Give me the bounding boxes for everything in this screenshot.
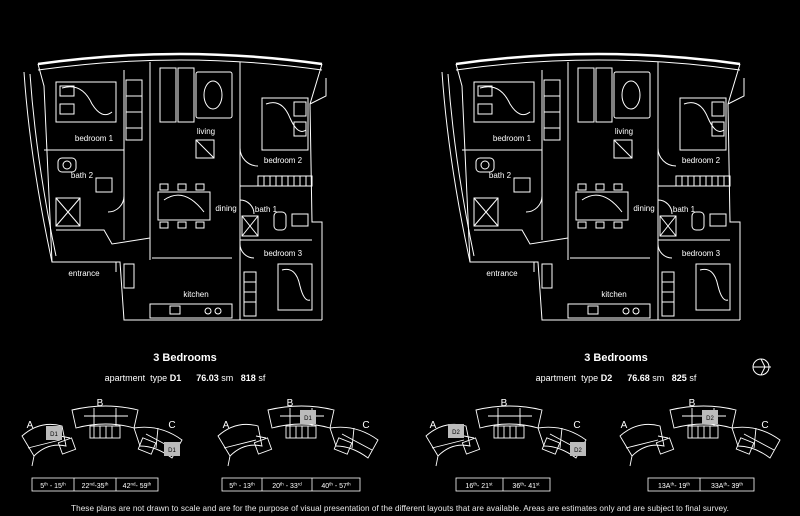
floor-range: 42nd- 59th <box>123 482 152 491</box>
floor-range: 40th - 57th <box>321 482 351 491</box>
floor-range: 16th- 21st <box>465 482 493 491</box>
room-label-bath-1: bath 1 <box>673 205 696 214</box>
room-label-bedroom-2: bedroom 2 <box>264 156 303 165</box>
floorplan-d1-walls <box>22 52 328 322</box>
wing-label-a: A <box>621 420 628 431</box>
floorplan-d1: bedroom 1 bath 2 living bedroom 2 dining… <box>22 52 328 383</box>
wing-label-c: C <box>168 420 175 431</box>
floor-range-table <box>221 477 361 492</box>
room-label-bath-1: bath 1 <box>255 205 278 214</box>
floor-range: 33Ath- 39th <box>711 482 744 491</box>
unit-marker <box>448 424 464 438</box>
floor-range: 36th- 41st <box>512 482 540 491</box>
wing-label-c: C <box>362 420 369 431</box>
keyplan-building <box>619 405 781 467</box>
keyplan-d2-2: D2 A B C 13Ath- 19th 33Ath- 39th <box>619 398 781 492</box>
keyplan-d1-2: D1 A B C 5th - 13th 20th - 33rd 40th - 5… <box>217 398 379 492</box>
room-label-bedroom-2: bedroom 2 <box>682 156 721 165</box>
floorplan-d2-walls <box>440 52 746 322</box>
wing-label-a: A <box>223 420 230 431</box>
floor-range: 5th - 15th <box>40 482 66 491</box>
room-label-entrance: entrance <box>68 269 100 278</box>
unit-marker-label: D1 <box>304 416 312 422</box>
wing-label-a: A <box>430 420 437 431</box>
wing-label-b: B <box>501 398 508 409</box>
floor-range: 22nd-35th <box>82 482 109 491</box>
floor-range-table <box>31 477 159 492</box>
unit-marker <box>164 442 180 456</box>
room-label-living: living <box>615 127 633 136</box>
room-label-bedroom-3: bedroom 3 <box>682 249 721 258</box>
floor-range: 13Ath- 19th <box>658 482 691 491</box>
wing-label-b: B <box>287 398 294 409</box>
floor-range: 20th - 33rd <box>272 482 302 491</box>
room-label-bedroom-1: bedroom 1 <box>75 134 114 143</box>
north-arrow-icon <box>752 358 771 376</box>
room-label-bath-2: bath 2 <box>489 171 512 180</box>
unit-marker-label: D1 <box>50 432 58 438</box>
floor-range-table <box>455 477 551 492</box>
room-label-bedroom-1: bedroom 1 <box>493 134 532 143</box>
wing-label-b: B <box>97 398 104 409</box>
floor-range-table <box>647 477 755 492</box>
unit-marker <box>300 410 316 424</box>
floorplan-d2: bedroom 1 bath 2 living bedroom 2 dining… <box>440 52 746 383</box>
disclaimer-footer: These plans are not drawn to scale and a… <box>71 504 729 513</box>
unit-marker-label: D2 <box>706 416 714 422</box>
room-label-dining: dining <box>215 204 236 213</box>
room-label-living: living <box>197 127 215 136</box>
room-label-bedroom-3: bedroom 3 <box>264 249 303 258</box>
keyplan-d2-1: D2 A B C D2 16th- 21st 36th- 41st <box>425 398 587 492</box>
plan-title: 3 Bedrooms <box>153 352 217 364</box>
room-label-bath-2: bath 2 <box>71 171 94 180</box>
wing-label-c: C <box>761 420 768 431</box>
unit-marker <box>46 426 62 440</box>
room-label-kitchen: kitchen <box>183 290 208 299</box>
wing-label-c: C <box>573 420 580 431</box>
plan-title: 3 Bedrooms <box>584 352 648 364</box>
keyplan-building <box>217 405 379 467</box>
apartment-spec: apartment type D2 76.68 sm 825 sf <box>536 373 697 383</box>
unit-marker-label: D2 <box>574 448 582 454</box>
keyplan-d1-1: D1 D1 A B C 5th - 15th 22nd-35th 42nd- 5… <box>21 398 183 492</box>
room-label-dining: dining <box>633 204 654 213</box>
unit-marker <box>702 410 718 424</box>
unit-marker <box>570 442 586 456</box>
room-label-entrance: entrance <box>486 269 518 278</box>
wing-label-b: B <box>689 398 696 409</box>
unit-marker-label: D1 <box>168 448 176 454</box>
unit-marker-label: D2 <box>452 430 460 436</box>
apartment-spec: apartment type D1 76.03 sm 818 sf <box>105 373 266 383</box>
wing-label-a: A <box>27 420 34 431</box>
room-label-kitchen: kitchen <box>601 290 626 299</box>
floor-range: 5th - 13th <box>229 482 255 491</box>
